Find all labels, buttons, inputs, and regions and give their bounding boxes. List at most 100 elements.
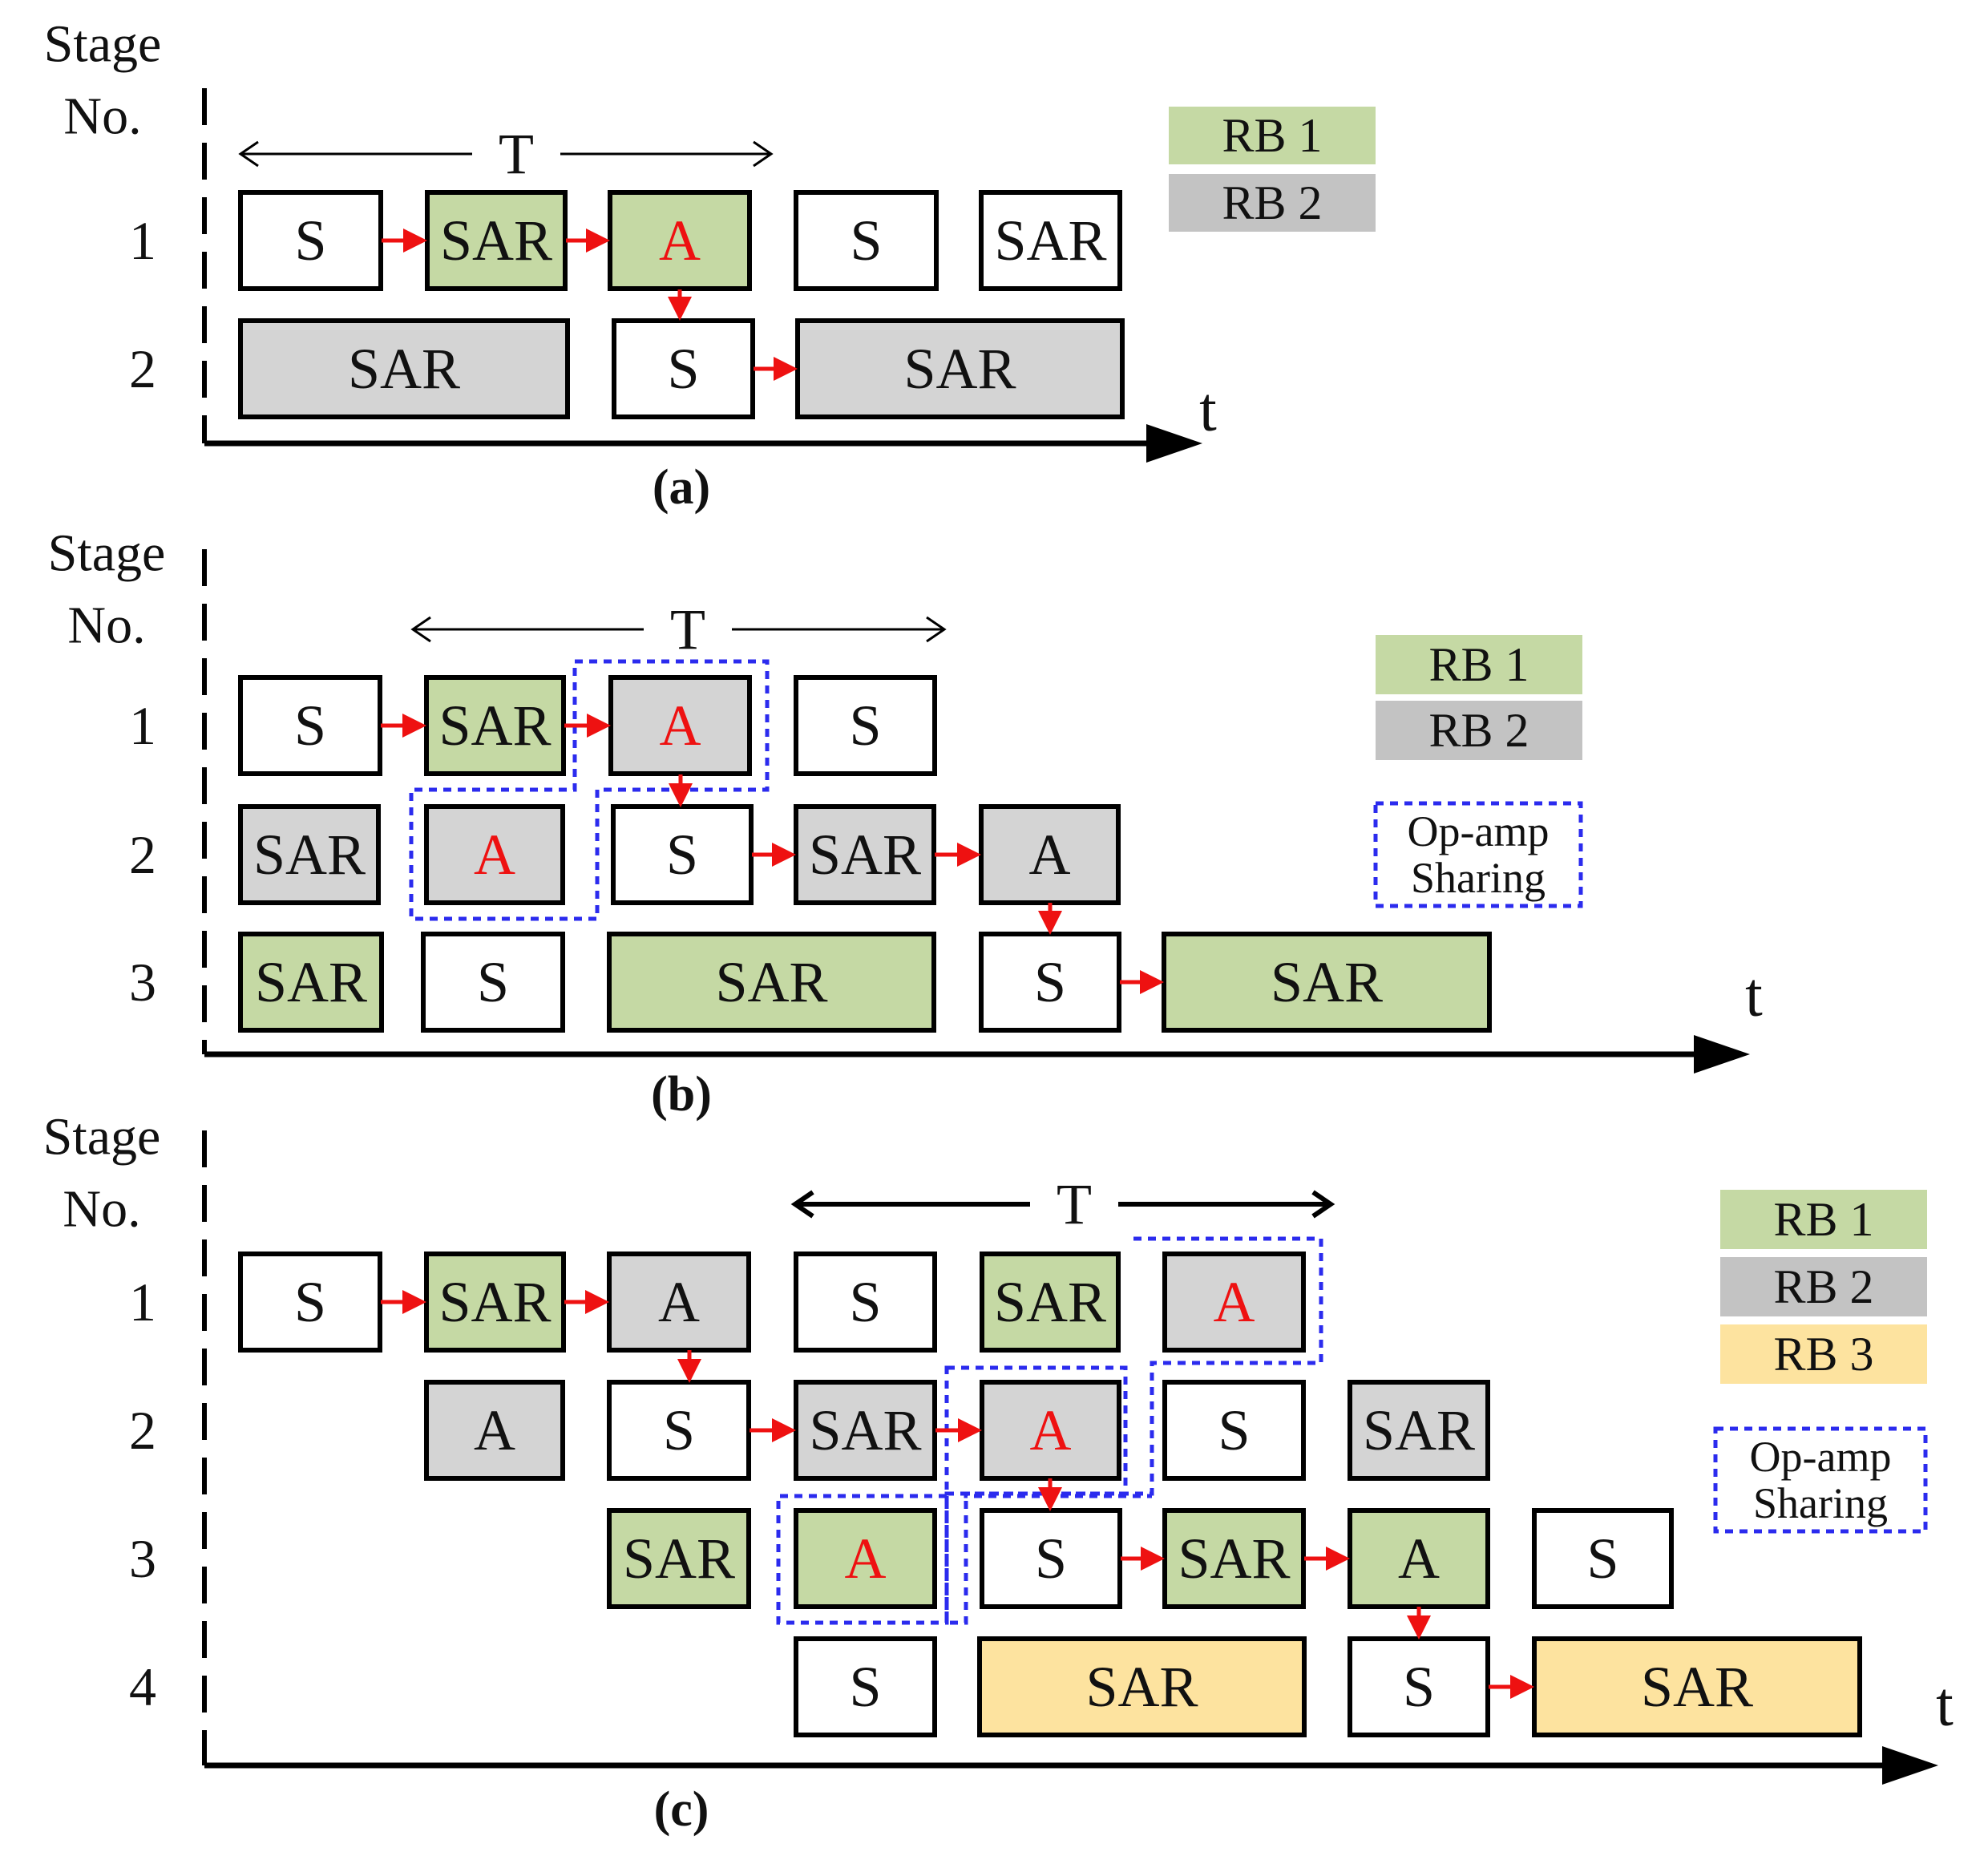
op-amp-sharing-outline bbox=[944, 1496, 968, 1625]
stage-1-block-a bbox=[607, 1252, 751, 1353]
period-label-t: T bbox=[499, 122, 534, 186]
legend-rb1-swatch bbox=[1720, 1190, 1927, 1249]
period-arrowhead-right bbox=[1311, 1190, 1335, 1219]
block-label-sar: SAR bbox=[809, 823, 921, 887]
block-label-sar: SAR bbox=[1085, 1655, 1198, 1719]
block-label-s: S bbox=[849, 1655, 881, 1719]
stage-3-block-s bbox=[980, 1508, 1122, 1609]
stage-2-block-s bbox=[612, 318, 755, 419]
stage-number-label: 3 bbox=[129, 1528, 156, 1589]
time-axis-arrowhead bbox=[1694, 1035, 1750, 1074]
stage-1-block-s bbox=[794, 675, 937, 776]
block-label-a: A bbox=[474, 823, 515, 887]
stage-2-block-sar bbox=[238, 318, 570, 419]
block-label-sar: SAR bbox=[994, 208, 1106, 273]
stage-number-label: 3 bbox=[129, 952, 156, 1013]
block-label-s: S bbox=[667, 337, 699, 401]
block-label-s: S bbox=[477, 950, 509, 1014]
block-label-s: S bbox=[1034, 950, 1066, 1014]
block-label-s: S bbox=[849, 1270, 881, 1334]
panel-caption: (a) bbox=[653, 460, 710, 515]
stage-2-block-s bbox=[607, 1380, 751, 1481]
block-label-sar: SAR bbox=[440, 208, 552, 273]
panel-caption: (b) bbox=[651, 1067, 712, 1122]
block-label-a: A bbox=[1398, 1526, 1440, 1591]
stage-1-block-s bbox=[238, 675, 382, 776]
block-label-sar: SAR bbox=[623, 1526, 735, 1591]
period-label-t: T bbox=[670, 597, 705, 661]
legend-rb3-swatch bbox=[1720, 1324, 1927, 1384]
stage-number-label: 2 bbox=[129, 1400, 156, 1461]
block-label-a: A bbox=[1029, 823, 1071, 887]
stage-2-block-sar bbox=[794, 804, 936, 905]
y-axis-label-stage: Stage bbox=[43, 1108, 161, 1167]
op-amp-sharing-outline bbox=[776, 1365, 1128, 1625]
y-axis-label-stage: Stage bbox=[44, 15, 162, 74]
stage-2-block-sar bbox=[795, 318, 1125, 419]
block-label-a: A bbox=[1214, 1270, 1255, 1334]
block-label-s: S bbox=[1035, 1526, 1067, 1591]
period-label-t: T bbox=[1057, 1172, 1092, 1236]
legend-rb2-label: RB 2 bbox=[1773, 1260, 1873, 1313]
legend-sharing-label: Sharing bbox=[1753, 1479, 1888, 1527]
stage-3-block-sar bbox=[238, 932, 384, 1033]
stage-3-block-sar bbox=[1162, 1508, 1306, 1609]
time-axis-label-t: t bbox=[1199, 374, 1217, 444]
stage-2-block-sar bbox=[794, 1380, 937, 1481]
y-axis-label-stage: Stage bbox=[48, 524, 166, 583]
block-label-a: A bbox=[660, 693, 701, 758]
block-label-sar: SAR bbox=[809, 1398, 921, 1462]
block-label-a: A bbox=[659, 208, 701, 273]
y-axis-label-no: No. bbox=[63, 1180, 140, 1239]
stage-2-block-s bbox=[1162, 1380, 1306, 1481]
block-label-s: S bbox=[849, 693, 881, 758]
block-label-a: A bbox=[1030, 1398, 1072, 1462]
block-label-sar: SAR bbox=[994, 1270, 1106, 1334]
legend-op-amp-label: Op-amp bbox=[1408, 807, 1550, 855]
time-axis-arrowhead bbox=[1146, 424, 1202, 463]
stage-3-block-s bbox=[421, 932, 565, 1033]
axes-layer bbox=[202, 88, 1938, 1785]
legend-rb1-label: RB 1 bbox=[1222, 109, 1322, 162]
op-amp-sharing-outline bbox=[409, 659, 770, 921]
stage-1-block-sar bbox=[980, 1252, 1121, 1353]
block-label-a: A bbox=[845, 1526, 887, 1591]
blocks-layer bbox=[238, 107, 1928, 1737]
block-label-sar: SAR bbox=[255, 950, 367, 1014]
stage-4-block-s bbox=[1348, 1636, 1490, 1737]
period-arrowhead-right bbox=[753, 140, 774, 168]
period-arrowhead-left bbox=[410, 616, 431, 643]
stage-2-block-sar bbox=[1348, 1380, 1490, 1481]
block-label-sar: SAR bbox=[1363, 1398, 1475, 1462]
legend-rb3-label: RB 3 bbox=[1773, 1328, 1873, 1381]
op-amp-sharing-layer bbox=[409, 659, 1323, 1625]
block-label-s: S bbox=[663, 1398, 695, 1462]
legend-sharing-label: Sharing bbox=[1411, 854, 1546, 902]
block-label-sar: SAR bbox=[348, 337, 460, 401]
legend-rb2-swatch bbox=[1169, 174, 1376, 232]
block-label-sar: SAR bbox=[903, 337, 1016, 401]
stage-number-label: 4 bbox=[129, 1656, 156, 1717]
legend-rb1-swatch bbox=[1376, 635, 1582, 694]
legend-rb2-swatch bbox=[1376, 701, 1582, 760]
block-label-s: S bbox=[1403, 1655, 1435, 1719]
legend-rb2-swatch bbox=[1720, 1257, 1927, 1316]
stage-2-block-a bbox=[424, 804, 565, 905]
stage-1-block-s bbox=[794, 1252, 937, 1353]
block-label-s: S bbox=[1586, 1526, 1618, 1591]
stage-1-block-s bbox=[794, 190, 939, 291]
stage-3-block-sar bbox=[607, 1508, 751, 1609]
block-label-sar: SAR bbox=[253, 823, 366, 887]
block-label-a: A bbox=[474, 1398, 515, 1462]
block-label-s: S bbox=[294, 208, 326, 273]
block-label-sar: SAR bbox=[715, 950, 827, 1014]
y-axis-label-no: No. bbox=[67, 596, 145, 655]
stage-2-block-a bbox=[979, 804, 1121, 905]
legend-rb2-label: RB 2 bbox=[1222, 176, 1322, 229]
stage-number-label: 2 bbox=[129, 824, 156, 885]
stage-3-block-s bbox=[979, 932, 1121, 1033]
stage-number-label: 1 bbox=[129, 695, 156, 756]
panel-caption: (c) bbox=[654, 1782, 709, 1837]
